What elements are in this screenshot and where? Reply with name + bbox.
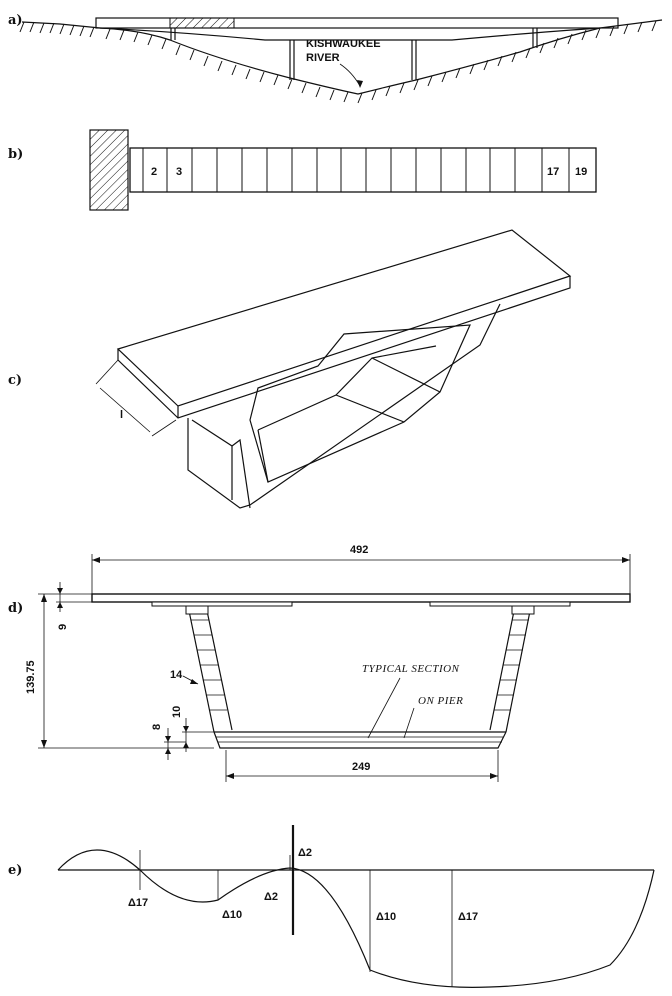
top-slab [91,593,631,603]
web-left [187,605,233,733]
note-leader-2 [403,707,415,739]
deck [95,17,619,29]
segment-label-2: 2 [151,166,157,178]
opening-inner-edge [257,345,437,431]
ground-hatch [19,20,657,104]
label-d17-right: Δ17 [458,911,478,923]
river-leader-arrow [357,80,363,88]
girder-soffit [99,27,601,41]
haunch-left [151,601,293,607]
deflection-curve [57,849,655,988]
dim-ext-l2 [151,419,177,437]
web-top-block-right [511,605,535,615]
note-line1: TYPICAL SECTION [362,663,460,675]
note-leader-1 [367,677,401,739]
web-right-ticks [494,619,529,711]
panel-label-b: b) [8,147,23,162]
web-left-inner [231,438,251,509]
note-line2: ON PIER [418,695,463,707]
label-d10-left: Δ10 [222,909,242,921]
dim-web-arrow [190,679,198,684]
deck-edge [117,276,571,419]
dim-label-l: l [120,409,123,421]
panel-label-d: d) [8,601,23,616]
label-d10-right: Δ10 [376,911,396,923]
panel-label-e: e) [8,863,22,878]
pier-abutment [89,129,129,211]
panel-c-isometric: c) l [8,229,572,509]
opening-inner-right [371,357,441,393]
deck-hatched-segment [169,17,235,29]
dim-depth-label: 139.75 [25,660,37,694]
haunch-right [429,601,571,607]
panel-label-c: c) [8,373,22,388]
segment-joints [142,148,570,192]
deck-top [116,229,572,407]
web-left-ticks [191,619,227,711]
segment-label-19: 19 [575,166,587,178]
dim-bottom-slab-arrows [183,726,189,748]
river-label-line2: RIVER [306,52,340,64]
opening-inner-left [257,429,269,483]
label-d17-left: Δ17 [128,897,148,909]
dim-slab-label: 9 [57,624,69,630]
ground-line [21,19,663,95]
panel-a-elevation: a) [8,13,663,104]
web-top-block-left [185,605,209,615]
bottom-slab-outline [213,731,507,749]
dim-line-l [99,387,151,433]
segment-label-17: 17 [547,166,559,178]
panel-b-segments: b) 2 3 17 19 [8,129,597,211]
segment-strip [129,147,597,193]
label-d2-left: Δ2 [264,891,278,903]
label-d2-right: Δ2 [298,847,312,859]
panel-label-a: a) [8,13,23,28]
panel-d-section: d) 492 249 [8,544,631,782]
box-opening [249,324,471,483]
dim-bottom-step-arrows [165,736,171,754]
segment-label-3: 3 [176,166,182,178]
dim-web-label: 14 [170,669,183,681]
river-leader [339,63,361,87]
dim-bottom-slab-label: 10 [171,706,183,718]
dim-top-width-label: 492 [350,544,368,556]
piers [170,28,538,80]
web-right [489,605,532,733]
river-label-line1: KISHWAUKEE [306,38,381,50]
opening-inner-bottom [335,394,405,423]
panel-e-deflection: e) Δ17 Δ10 Δ2 Δ2 Δ10 Δ17 [8,825,655,988]
dim-ext-l1 [95,359,119,385]
dim-slab-arrows [57,588,63,608]
box-front-outline [187,303,501,509]
dim-bottom-width-label: 249 [352,761,370,773]
dim-bottom-step-label: 8 [151,724,163,730]
